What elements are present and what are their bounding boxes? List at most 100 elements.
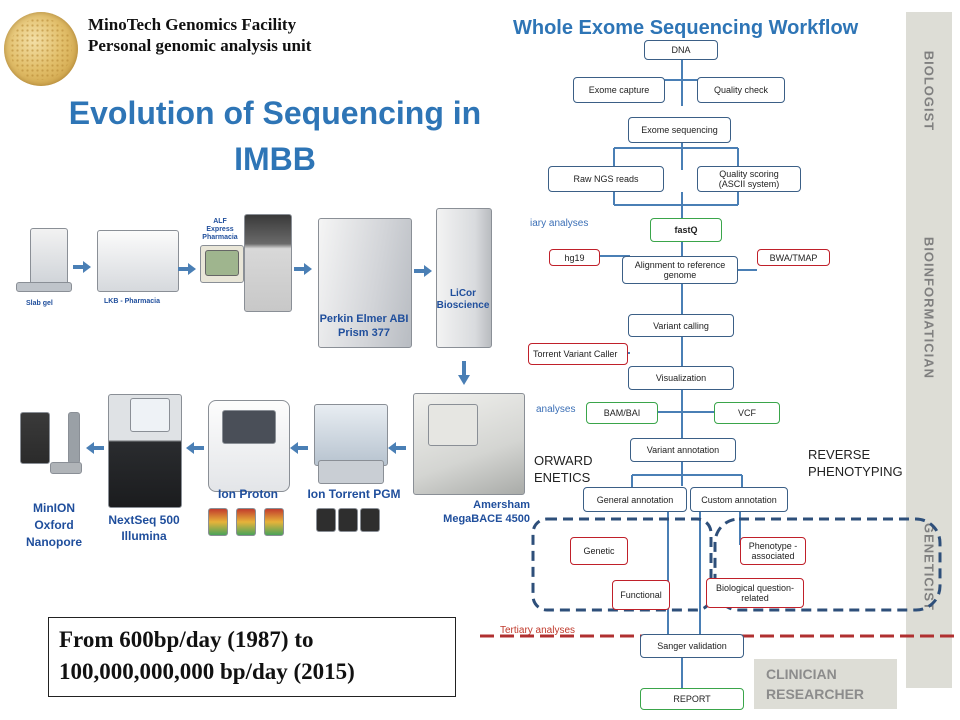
facility-unit: Personal genomic analysis unit xyxy=(88,36,312,55)
amersham-label-line2: MegaBACE 4500 xyxy=(443,513,530,525)
lkb-pharmacia-label: LKB - Pharmacia xyxy=(104,298,161,305)
wf-node-custom-annotation: Custom annotation xyxy=(690,487,788,512)
phenotype-line2: associated xyxy=(751,551,795,561)
lkb-pharmacia-machine-image xyxy=(97,230,179,292)
nextseq-screen-image xyxy=(130,398,170,432)
wf-node-fastq: fastQ xyxy=(650,218,722,242)
forward-genetics-label: ORWARD ENETICS xyxy=(534,452,593,486)
bioq-line2: related xyxy=(741,593,769,603)
nextseq-label-line2: Illumina xyxy=(121,529,167,543)
wf-node-vcf: VCF xyxy=(714,402,780,424)
arrow-right-icon xyxy=(414,265,432,277)
perkin-elmer-label-line2: Prism 377 xyxy=(338,327,390,339)
wf-node-functional: Functional xyxy=(612,580,670,610)
ion-chip-image xyxy=(338,508,358,532)
arrow-left-icon xyxy=(186,442,204,454)
reverse-line1: REVERSE xyxy=(808,447,871,462)
minion-label-line3: Nanopore xyxy=(25,535,82,549)
arrow-right-icon xyxy=(178,263,196,275)
licor-machine-image xyxy=(436,208,492,348)
throughput-line2: 100,000,000,000 bp/day (2015) xyxy=(59,659,355,684)
wf-node-dna: DNA xyxy=(644,40,718,60)
arrow-left-icon xyxy=(290,442,308,454)
ion-pgm-base-image xyxy=(318,460,384,484)
licor-label-line2: Bioscience xyxy=(436,300,490,311)
reverse-line2: PHENOTYPING xyxy=(808,464,903,479)
secondary-analyses-label: analyses xyxy=(536,404,576,415)
nextseq-label: NextSeq 500 Illumina xyxy=(96,512,192,544)
minion-label-line1: MinION xyxy=(33,501,75,515)
tertiary-analyses-label: Tertiary analyses xyxy=(500,625,576,636)
ion-pgm-machine-image xyxy=(314,404,388,466)
minion-usb-image xyxy=(50,462,82,474)
wf-node-genetic: Genetic xyxy=(570,537,628,565)
wf-node-bwa-tmap: BWA/TMAP xyxy=(757,249,830,266)
ion-proton-label: Ion Proton xyxy=(218,487,278,501)
amersham-panel-image xyxy=(428,404,478,446)
evolution-title-line1: Evolution of Sequencing in xyxy=(68,95,482,131)
wf-node-variant-calling: Variant calling xyxy=(628,314,734,337)
ion-proton-screen-image xyxy=(222,410,276,444)
evolution-title-line2: IMBB xyxy=(234,141,316,177)
alf-express-label: ALF Express Pharmacia xyxy=(202,218,238,241)
bioq-line1: Biological question- xyxy=(715,583,795,593)
perkin-elmer-machine-image xyxy=(318,218,412,348)
perkin-elmer-label-line1: Perkin Elmer ABI xyxy=(319,313,409,325)
ion-chip-image xyxy=(360,508,380,532)
ion-proton-chip-image xyxy=(236,508,256,536)
amersham-label: Amersham MegaBACE 4500 xyxy=(440,498,530,526)
reverse-phenotyping-label: REVERSE PHENOTYPING xyxy=(808,446,903,480)
minion-keyboard-image xyxy=(20,412,50,464)
licor-label: LiCor Bioscience xyxy=(436,288,490,312)
arrow-right-icon xyxy=(73,261,91,273)
slab-gel-base-image xyxy=(16,282,72,292)
workflow-title: Whole Exome Sequencing Workflow xyxy=(513,17,859,39)
facility-header: MinoTech Genomics Facility Personal geno… xyxy=(88,14,311,56)
nextseq-label-line1: NextSeq 500 xyxy=(108,513,180,527)
forward-line2: ENETICS xyxy=(534,470,591,485)
wf-node-torrent-caller: Torrent Variant Caller xyxy=(528,343,628,365)
wf-node-visualization: Visualization xyxy=(628,366,734,390)
quality-scoring-line1: Quality scoring xyxy=(719,169,779,179)
slab-gel-label: Slab gel xyxy=(26,300,53,307)
amersham-label-line1: Amersham xyxy=(473,499,530,511)
phenotype-line1: Phenotype - xyxy=(748,541,798,551)
ion-chip-image xyxy=(316,508,336,532)
wf-node-biological-question: Biological question- related xyxy=(706,578,804,608)
role-bar-biologist: BIOLOGIST xyxy=(906,12,952,172)
quality-scoring-line2: (ASCII system) xyxy=(718,179,780,189)
role-researcher: RESEARCHER xyxy=(766,686,865,702)
arrow-down-icon xyxy=(458,361,470,385)
facility-name: MinoTech Genomics Facility xyxy=(88,15,297,34)
ion-proton-chip-image xyxy=(208,508,228,536)
primary-analyses-label: iary analyses xyxy=(530,218,589,229)
wf-node-alignment: Alignment to reference genome xyxy=(622,256,738,284)
slab-gel-machine-image xyxy=(30,228,68,286)
perkin-elmer-label: Perkin Elmer ABI Prism 377 xyxy=(318,312,410,340)
seal-logo-icon xyxy=(4,12,78,86)
wf-node-general-annotation: General annotation xyxy=(583,487,687,512)
forward-line1: ORWARD xyxy=(534,453,593,468)
wf-node-phenotype: Phenotype - associated xyxy=(740,537,806,565)
role-bar-geneticist: GENETICIST xyxy=(906,446,952,690)
clinician-researcher-box: CLINICIAN RESEARCHER xyxy=(754,659,897,709)
licor-label-line1: LiCor xyxy=(449,288,477,299)
throughput-line1: From 600bp/day (1987) to xyxy=(59,627,314,652)
role-clinician: CLINICIAN xyxy=(766,666,837,682)
alf-express-screen-image xyxy=(205,250,239,276)
throughput-box: From 600bp/day (1987) to 100,000,000,000… xyxy=(48,617,456,697)
minion-label: MinION Oxford Nanopore xyxy=(14,500,94,551)
ion-proton-machine-image xyxy=(208,400,290,492)
wf-node-hg19: hg19 xyxy=(549,249,600,266)
ion-proton-chip-image xyxy=(264,508,284,536)
wf-node-exome-sequencing: Exome sequencing xyxy=(628,117,731,143)
alignment-line2: genome xyxy=(663,270,697,280)
wf-node-bam-bai: BAM/BAI xyxy=(586,402,658,424)
wf-node-variant-annotation: Variant annotation xyxy=(630,438,736,462)
wf-node-raw-ngs: Raw NGS reads xyxy=(548,166,664,192)
ion-pgm-label: Ion Torrent PGM xyxy=(307,487,401,501)
arrow-left-icon xyxy=(86,442,104,454)
wf-node-sanger: Sanger validation xyxy=(640,634,744,658)
evolution-title: Evolution of Sequencing in IMBB xyxy=(40,90,510,182)
